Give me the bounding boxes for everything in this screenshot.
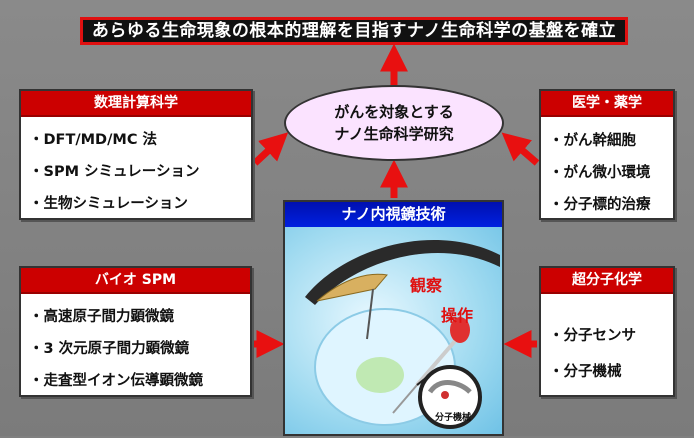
medicine-item: ・分子標的治療 <box>549 197 651 213</box>
math-item: ・SPM シミュレーション <box>29 164 200 180</box>
supramolecular-panel-header: 超分子化学 <box>541 268 673 294</box>
bio-spm-item: ・走査型イオン伝導顕微鏡 <box>29 373 203 389</box>
medicine-item: ・がん幹細胞 <box>549 133 636 149</box>
goal-line-1: がんを対象とする <box>334 103 454 121</box>
medicine-panel-header: 医学・薬学 <box>541 91 673 117</box>
math-item: ・DFT/MD/MC 法 <box>29 132 158 148</box>
operate-label: 操作 <box>441 306 474 325</box>
nano-endoscopy-header: ナノ内視鏡技術 <box>285 202 502 227</box>
goal-line-2: ナノ生命科学研究 <box>334 125 454 143</box>
cell-illustration: 観察 操作 分子機械 <box>285 227 502 434</box>
observe-label: 観察 <box>410 276 443 295</box>
arrow-math-to-goal <box>252 132 289 166</box>
bio-spm-panel-header: バイオ SPM <box>21 268 250 294</box>
endoscope-illustration <box>305 240 500 429</box>
medicine-panel: 医学・薬学 ・がん幹細胞 ・がん微小環境 ・分子標的治療 <box>539 89 675 220</box>
bio-spm-panel: バイオ SPM ・高速原子間力顕微鏡 ・3 次元原子間力顕微鏡 ・走査型イオン伝… <box>19 266 252 397</box>
bio-spm-item: ・高速原子間力顕微鏡 <box>29 309 174 325</box>
bio-spm-item: ・3 次元原子間力顕微鏡 <box>29 341 190 357</box>
nano-endoscopy-panel: ナノ内視鏡技術 観察 操作 分子機械 <box>283 200 504 436</box>
math-panel: 数理計算科学 ・DFT/MD/MC 法 ・SPM シミュレーション ・生物シミュ… <box>19 89 253 220</box>
supramolecular-item: ・分子センサ <box>549 328 636 344</box>
math-panel-header: 数理計算科学 <box>21 91 251 117</box>
medicine-item: ・がん微小環境 <box>549 165 651 181</box>
molecular-machine-label: 分子機械 <box>435 413 472 423</box>
research-goal-ellipse: がんを対象とする ナノ生命科学研究 <box>284 85 504 161</box>
supramolecular-item: ・分子機械 <box>549 364 622 380</box>
goal-banner: あらゆる生命現象の根本的理解を目指すナノ生命科学の基盤を確立 <box>80 17 628 45</box>
arrow-med-to-goal <box>501 132 540 166</box>
supramolecular-panel: 超分子化学 ・分子センサ ・分子機械 <box>539 266 675 397</box>
math-item: ・生物シミュレーション <box>29 196 188 212</box>
